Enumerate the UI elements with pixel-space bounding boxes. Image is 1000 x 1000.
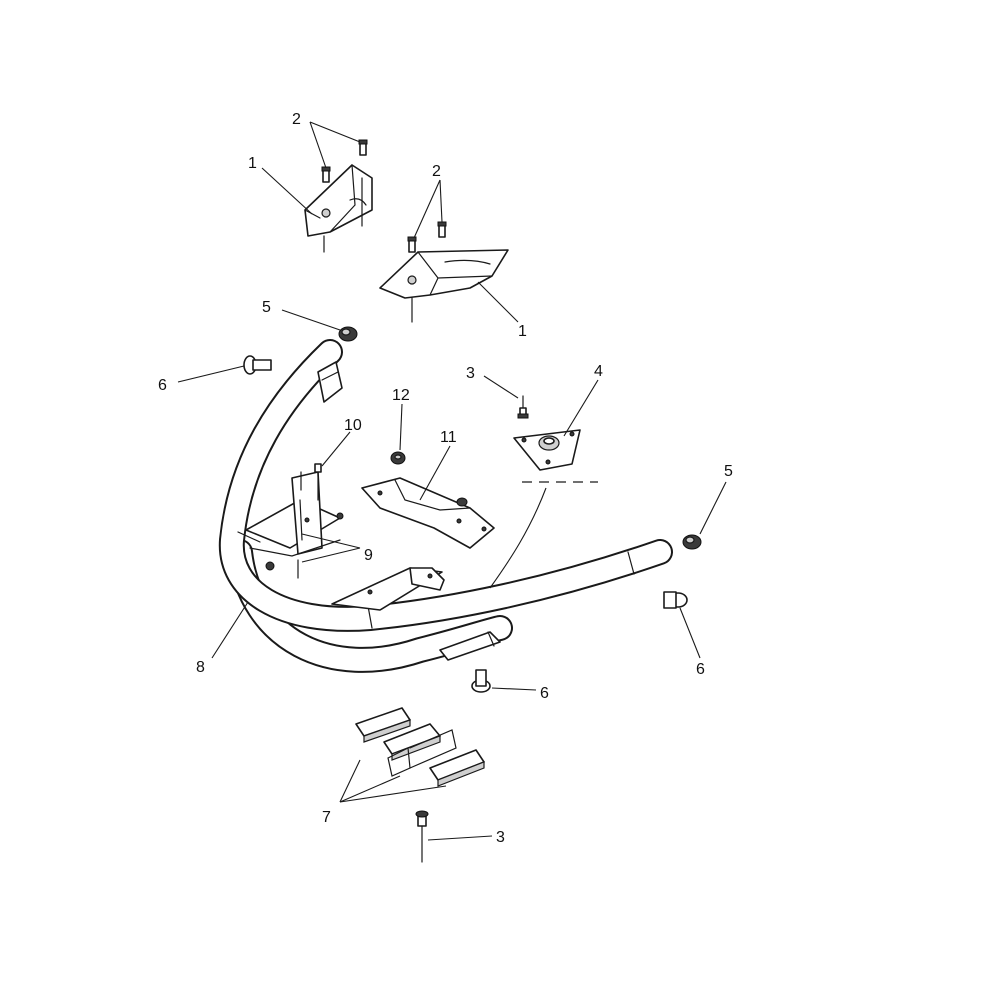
callout-1-left: 1 bbox=[248, 155, 257, 172]
tube-end-fitting-left bbox=[317, 361, 343, 403]
callout-6-right: 6 bbox=[696, 661, 705, 678]
bracket-part-9 bbox=[245, 471, 344, 571]
callout-2-right: 2 bbox=[432, 163, 441, 180]
callout-6-left: 6 bbox=[158, 377, 167, 394]
pads-part-7 bbox=[355, 707, 485, 787]
callout-2-left: 2 bbox=[292, 111, 301, 128]
nut-part-12 bbox=[390, 451, 406, 465]
pin-part-6-right bbox=[663, 591, 688, 609]
cap-plug-part-5-left bbox=[338, 326, 358, 342]
screw-part-2-left bbox=[321, 139, 368, 183]
bracket-part-11 bbox=[361, 477, 495, 549]
callout-labels: 1 2 2 1 5 6 3 4 12 10 11 5 9 8 6 6 7 3 bbox=[158, 111, 733, 846]
screw-part-2-right bbox=[407, 221, 447, 253]
pin-part-6-left bbox=[243, 355, 272, 375]
callout-10: 10 bbox=[344, 417, 362, 434]
callout-11: 11 bbox=[440, 429, 457, 446]
callout-3-lower: 3 bbox=[496, 829, 505, 846]
plate-part-1-right bbox=[379, 249, 509, 323]
tube-link-line bbox=[489, 487, 547, 589]
callout-3-upper: 3 bbox=[466, 365, 475, 382]
callout-5-right: 5 bbox=[724, 463, 733, 480]
screw-part-10 bbox=[297, 463, 322, 579]
pin-part-6-bottom bbox=[471, 669, 491, 693]
callout-9: 9 bbox=[364, 547, 373, 564]
callout-8: 8 bbox=[196, 659, 205, 676]
callout-4: 4 bbox=[594, 363, 603, 380]
rivet-part-3-lower bbox=[415, 810, 429, 863]
tube-part-8 bbox=[218, 339, 673, 673]
callout-6-bottom: 6 bbox=[540, 685, 549, 702]
leader-lines bbox=[177, 121, 727, 841]
callout-5-left: 5 bbox=[262, 299, 271, 316]
mount-plate-part-4 bbox=[513, 429, 581, 471]
rail-clip-bottom bbox=[439, 631, 501, 661]
callout-7: 7 bbox=[322, 809, 331, 826]
rivet-part-3-upper bbox=[517, 395, 529, 419]
cap-plug-part-5-right bbox=[682, 534, 702, 550]
lower-rail-bracket bbox=[331, 567, 445, 611]
callout-12: 12 bbox=[392, 387, 410, 404]
callout-1-right: 1 bbox=[518, 323, 527, 340]
bracket-part-1-left bbox=[304, 164, 373, 253]
